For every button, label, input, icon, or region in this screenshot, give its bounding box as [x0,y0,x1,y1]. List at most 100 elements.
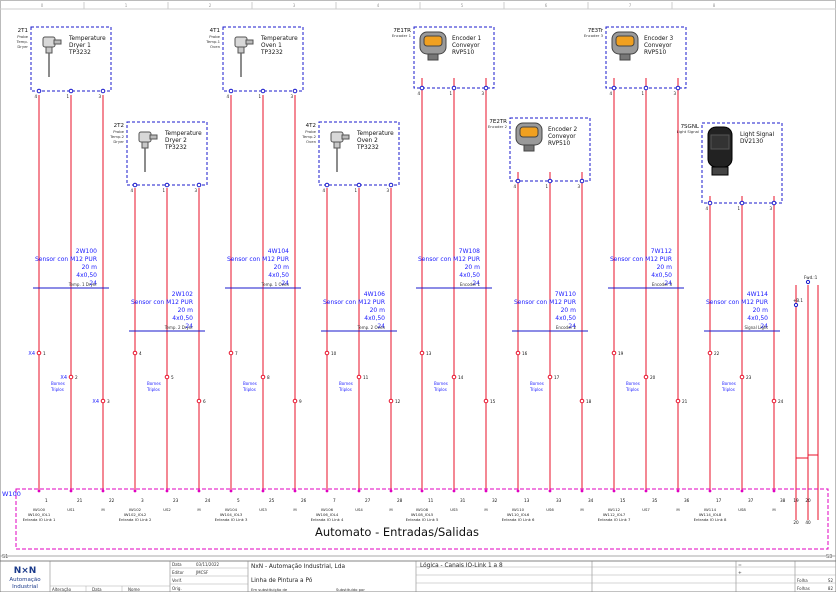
terminal-number: 7 [235,351,238,356]
bornes-label: Triplos [433,387,447,392]
sensor-subtext: Temp. [16,39,28,44]
sensor-name-line: Temperature [356,131,394,137]
folhas-value: 82 [828,586,834,591]
module-pin-number: 28 [397,498,403,503]
sensor-pin-label: 1 [545,184,548,189]
sensor-pin-label: 1 [258,94,261,99]
terminal-number: 11 [363,375,369,380]
module-pin-icon [452,489,456,493]
cable-desc-line: 20 m [82,264,98,271]
sensor-name-line: RVP510 [644,50,667,56]
channel-tag: IW110 [512,507,525,512]
terminal-icon [388,398,394,404]
sensor-pin-label: 4 [609,91,612,96]
bornes-label: Triplos [625,387,639,392]
channel-link: Entrada IO Link 7 [598,517,631,522]
channel-tag: IW112 [608,507,621,512]
sensor-tag: 7E1TR [393,28,411,34]
terminal-icon [739,374,745,380]
cable-desc-line: Sensor con M12 PUR [706,299,768,306]
bornes-label: Bornes [530,381,544,386]
sensor-subtext: Probe [305,129,316,134]
sensor-pin-icon [292,88,298,94]
folhas-label: Folhas [797,586,810,591]
module-pin-icon [420,489,424,493]
module-pin-number: 17 [716,498,722,503]
module-pin-number: 24 [205,498,211,503]
cable-note: Encoder 1 [460,282,481,287]
probe-head-icon [138,131,152,143]
channel-tag: IW108 [416,507,429,512]
sensor-pin-icon [675,85,681,91]
sensor-name-line: Conveyor [548,134,576,140]
channel-link: Entrada IO Link 3 [215,517,248,522]
sensor-name-line: Encoder 2 [548,127,578,133]
channel-sub: IW102_IOL2 [124,512,147,517]
module-pin-number: 1 [45,498,48,503]
bornes-label: Triplos [146,387,160,392]
company-logo-line: Industrial [12,584,38,590]
channel-tag: IW100 [33,507,46,512]
equals-sign: = [738,563,742,568]
terminal-number: 23 [746,375,752,380]
sensor-tag: 4T2 [306,123,316,129]
encoder-connector-icon [619,53,631,61]
cable-desc-line: Sensor con M12 PUR [418,256,480,263]
module-pin-number: 7 [333,498,336,503]
probe-neck-icon [141,141,149,149]
us-label: US5 [450,507,458,512]
channel-link: Entrada IO Link 6 [502,517,535,522]
module-pin-number: 15 [620,498,626,503]
module-pin-number: 13 [524,498,530,503]
cable-id: 4W104 [268,248,289,255]
sensor-pin-label: 1 [66,94,69,99]
supply-pin-number: 40 [805,520,811,525]
sensor-pin-icon [771,200,777,206]
sensor-name-line: Temperature [164,131,202,137]
terminal-number: 21 [682,399,688,404]
bornes-label: Bornes [434,381,448,386]
channel-sub: IW104_IOL3 [220,512,243,517]
terminal-number: 6 [203,399,206,404]
terminal-number: 12 [395,399,401,404]
sensor-box [30,26,112,92]
verif-label: Verif. [172,578,182,583]
folha-label: Folha [797,578,808,583]
cable-note: Encoder 2 [556,325,577,330]
module-pin-number: 23 [173,498,179,503]
sensor-pin-label: 4 [417,91,420,96]
terminal-icon [611,350,617,356]
module-pin-icon [580,489,584,493]
sensor-pin-icon [388,182,394,188]
terminal-number: 20 [650,375,656,380]
terminal-icon [643,374,649,380]
cable-desc-line: 20 m [561,307,577,314]
terminal-number: 2 [75,375,78,380]
cable-desc-line: 24 [377,323,385,330]
terminal-group: 1X42X43X4BornesTriplos456BornesTriplos78… [28,350,784,405]
us-label: US6 [546,507,554,512]
sensor-pin-label: 4 [513,184,516,189]
cable-desc-line: Sensor con M12 PUR [323,299,385,306]
sensor-name-line: Conveyor [644,43,672,49]
cable-desc-line: 4x0,50 [555,315,576,322]
encoder-connector-icon [427,53,439,61]
terminal-icon [515,350,521,356]
column-number: 1 [125,3,128,8]
module-pin-icon [165,489,169,493]
terminal-strip-label: X4 [28,351,35,357]
bornes-label: Bornes [51,381,65,386]
bornes-label: Triplos [529,387,543,392]
cable-note: Temp. 1 Oven [260,282,289,287]
sensor-pin-icon [547,178,553,184]
bornes-label: Bornes [626,381,640,386]
channel-sub: IW114_IOL8 [699,512,722,517]
module-pin-number: 3 [141,498,144,503]
module-pin-number: 38 [780,498,786,503]
